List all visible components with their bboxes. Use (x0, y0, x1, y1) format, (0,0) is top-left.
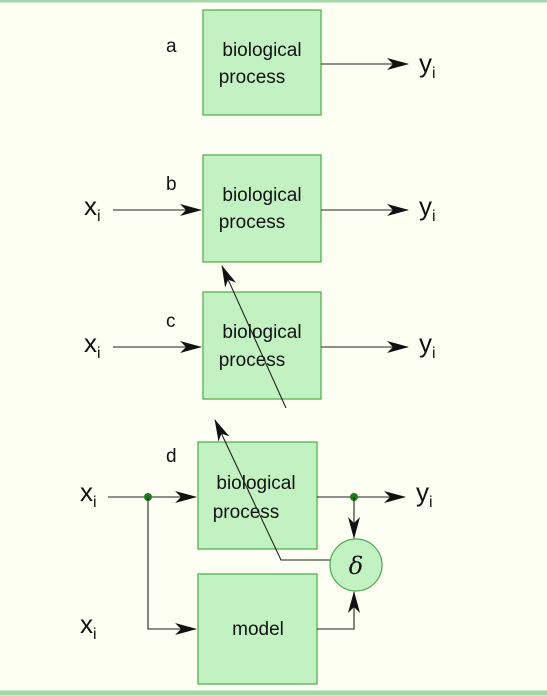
panel-d-letter: d (166, 446, 177, 467)
panel-c-process-box (202, 291, 322, 400)
panel-d-process-box (197, 441, 318, 550)
panel-c-process-line1: biological (222, 322, 301, 343)
panel-b-process-line2: process (219, 212, 286, 233)
panel-d-process-line1: biological (216, 473, 295, 494)
panel-a-output-label: yi (419, 48, 436, 82)
model-input-branch-arrow (147, 497, 197, 635)
panel-a: a biological process yi (166, 9, 436, 116)
panel-b-input-label: xi (84, 191, 101, 225)
model-box (197, 573, 318, 685)
model-to-comparator-arrow (317, 591, 360, 630)
panel-c-process-line2: process (219, 350, 286, 371)
panel-b-letter: b (166, 174, 177, 195)
model-label: model (232, 619, 284, 640)
panel-b-process-box (202, 154, 322, 263)
panel-c-letter: c (166, 311, 176, 332)
panel-b: b xi biological process yi (84, 154, 436, 263)
panel-d-input-label: xi (80, 477, 97, 511)
comparator-delta-symbol: δ (349, 552, 363, 580)
panel-b-output-label: yi (419, 191, 436, 225)
panel-c-output-label: yi (419, 328, 436, 362)
panel-d-process-line2: process (213, 502, 280, 523)
panel-a-letter: a (166, 36, 177, 57)
panel-b-process-line1: biological (222, 185, 301, 206)
panel-d-output-label: yi (416, 477, 433, 511)
panel-a-process-line1: biological (222, 40, 301, 61)
model-input-label: xi (80, 609, 97, 643)
panel-d: d xi biological process yi δ model xi (80, 419, 433, 685)
feedback-adjust-arrow (214, 419, 330, 561)
panel-c: c xi biological process yi (84, 265, 436, 409)
panel-a-process-box (202, 9, 322, 116)
panel-c-adjust-arrow (221, 265, 287, 409)
panel-c-input-label: xi (84, 328, 101, 362)
panel-a-process-line2: process (219, 67, 286, 88)
